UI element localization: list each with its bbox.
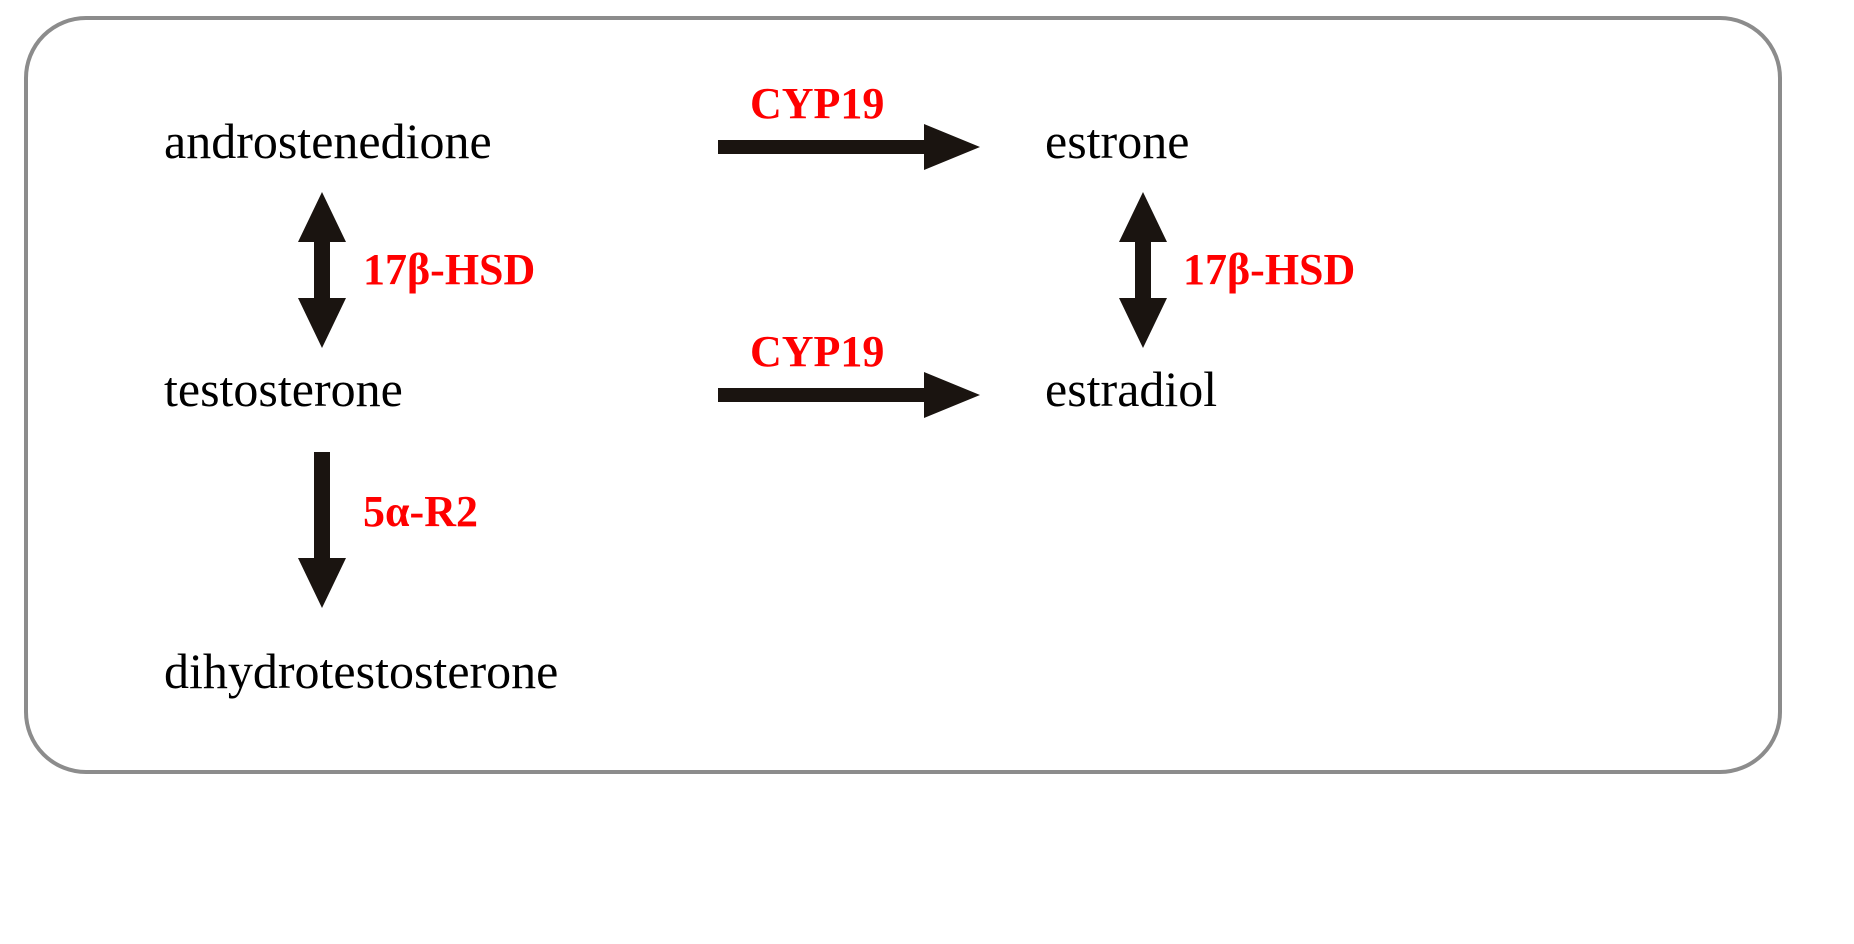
enzyme-label-cyp19-bottom: CYP19 — [750, 327, 885, 376]
arrow-up-down-icon-estrone-estradiol — [1119, 192, 1167, 348]
metabolite-estrone: estrone — [1045, 113, 1190, 169]
enzyme-label-5alpha-r2: 5α-R2 — [363, 487, 478, 536]
metabolite-dihydrotestosterone: dihydrotestosterone — [164, 643, 559, 699]
metabolite-testosterone: testosterone — [164, 361, 403, 417]
metabolite-estradiol: estradiol — [1045, 361, 1218, 417]
arrow-up-down-icon-androstenedione-testosterone — [298, 192, 346, 348]
enzyme-label-17b-hsd-right: 17β-HSD — [1183, 245, 1356, 294]
arrow-right-icon-androstenedione-to-estrone — [718, 124, 980, 170]
arrow-down-icon-testosterone-to-dihydrotestosterone — [298, 452, 346, 608]
pathway-container: androstenedione estrone testosterone est… — [24, 16, 1782, 774]
enzyme-label-17b-hsd-left: 17β-HSD — [363, 245, 536, 294]
metabolite-androstenedione: androstenedione — [164, 113, 492, 169]
arrow-right-icon-testosterone-to-estradiol — [718, 372, 980, 418]
enzyme-label-cyp19-top: CYP19 — [750, 79, 885, 128]
